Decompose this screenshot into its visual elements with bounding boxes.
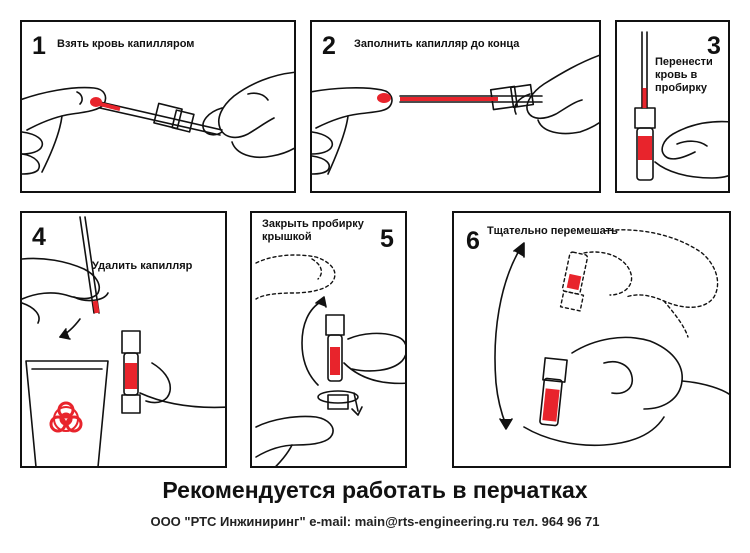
company-contact: ООО "РТС Инжиниринг" e-mail: main@rts-en… — [150, 514, 600, 529]
hand-icon — [661, 120, 728, 160]
step-2-panel: 2 Заполнить капилляр до конца — [310, 20, 601, 193]
waste-bin-icon — [25, 360, 109, 466]
step-number: 6 — [466, 227, 480, 255]
hand-icon — [603, 229, 719, 308]
step-1-panel: 1 Взять кровь капилляром — [20, 20, 296, 193]
biohazard-icon — [49, 401, 83, 433]
step-caption: Взять кровь капилляром — [57, 38, 195, 50]
finger-icon — [22, 86, 107, 131]
step-1-illustration — [22, 71, 294, 175]
step-number: 4 — [32, 223, 46, 251]
capillary-tube-icon — [399, 95, 543, 103]
step-4-illustration — [22, 216, 225, 466]
finger-icon — [312, 87, 393, 129]
step-3-illustration — [634, 31, 728, 181]
test-tube-icon — [634, 107, 656, 129]
test-tube-icon — [325, 314, 345, 336]
hand-icon — [255, 254, 336, 300]
step-5-panel: 5 Закрыть пробирку крышкой — [250, 211, 407, 468]
test-tube-icon — [121, 330, 141, 354]
step-number: 5 — [380, 225, 394, 253]
step-caption: Удалить капилляр — [92, 260, 193, 272]
step-caption: Заполнить капилляр до конца — [354, 38, 520, 50]
step-6-panel: 6 Тщательно перемешать — [452, 211, 731, 468]
hand-icon — [22, 257, 100, 300]
hand-icon — [526, 54, 599, 120]
test-tube-icon — [542, 357, 568, 383]
step-3-panel: 3 Перенести кровь в пробирку — [615, 20, 730, 193]
gloves-recommendation: Рекомендуется работать в перчатках — [162, 477, 588, 503]
step-caption: Закрыть пробирку крышкой — [262, 218, 364, 244]
step-6-illustration — [494, 229, 729, 447]
step-number: 2 — [322, 32, 336, 60]
rotate-arrow-icon — [301, 300, 323, 386]
step-caption: Перенести кровь в пробирку — [655, 56, 713, 95]
step-5-illustration — [255, 254, 405, 466]
step-2-illustration — [312, 54, 599, 175]
capillary-tube-icon — [99, 101, 223, 136]
step-number: 1 — [32, 32, 46, 60]
rotate-arrow-icon — [494, 248, 521, 426]
step-number: 3 — [707, 32, 721, 60]
capillary-tube-icon — [641, 31, 648, 109]
step-4-panel: 4 Удалить капилляр — [20, 211, 227, 468]
hand-icon — [218, 71, 294, 139]
step-caption: Тщательно перемешать — [487, 225, 618, 237]
